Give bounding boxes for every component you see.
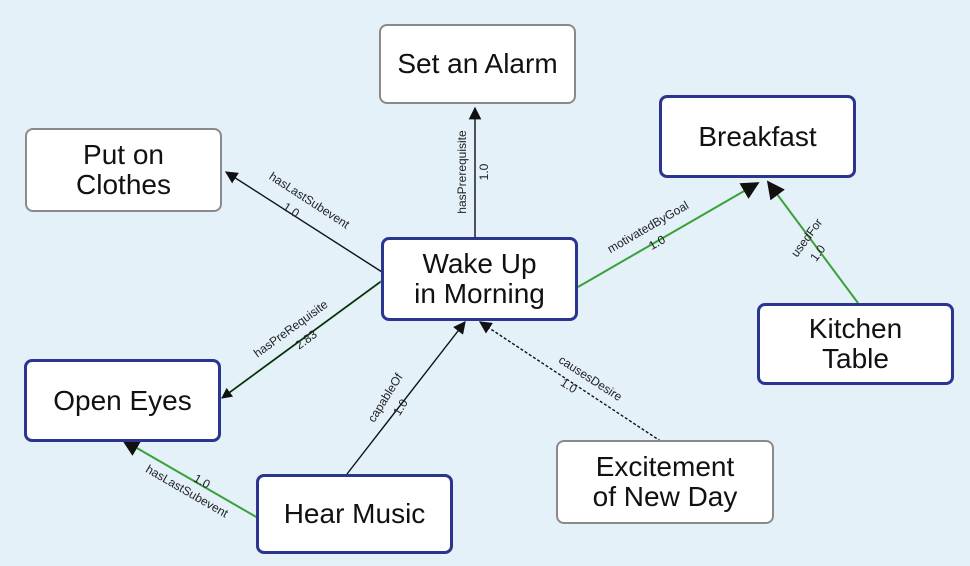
- node-set-alarm: Set an Alarm: [379, 24, 576, 104]
- edge-label-haslastsub-eyes: hasLastSubevent: [143, 462, 231, 521]
- edge-label-haspreq-eyes: hasPreRequisite: [251, 297, 331, 360]
- edge-haspreq-eyes-arrow: [221, 281, 381, 399]
- node-open-eyes: Open Eyes: [24, 359, 221, 442]
- edge-weight-haspreq-alarm: 1.0: [477, 163, 491, 180]
- edge-capableof: [346, 321, 466, 475]
- edge-weight-causesdesire: 1.0: [558, 375, 580, 396]
- edge-haslastsub-clothes: [224, 171, 383, 273]
- edge-haslastsub-eyes: [121, 439, 259, 519]
- edge-label-haslastsub-clothes: hasLastSubevent: [267, 169, 353, 232]
- edge-weight-motivated: 1.0: [646, 232, 668, 253]
- edge-motivated-breakfast: [577, 182, 760, 288]
- node-hear-music: Hear Music: [256, 474, 453, 554]
- node-put-on-clothes: Put on Clothes: [25, 128, 222, 212]
- node-breakfast: Breakfast: [659, 95, 856, 178]
- node-excitement: Excitement of New Day: [556, 440, 774, 524]
- edge-weight-haslastsub-clothes: 1.0: [280, 200, 302, 221]
- edge-label-haspreq-alarm: hasPrerequisite: [455, 130, 469, 214]
- edge-usedfor-breakfast: [766, 180, 859, 304]
- edge-causesdesire: [478, 321, 666, 445]
- node-wake-up: Wake Up in Morning: [381, 237, 578, 321]
- node-kitchen-table: Kitchen Table: [757, 303, 954, 385]
